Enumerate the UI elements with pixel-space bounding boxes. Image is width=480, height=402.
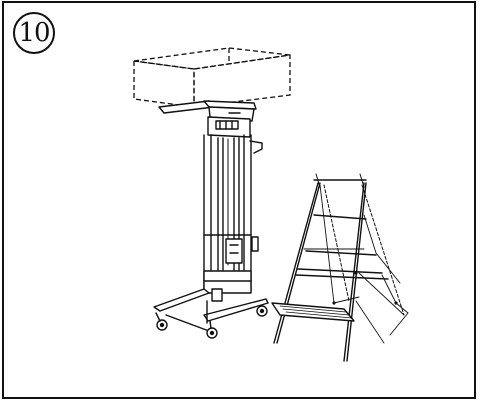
- step-number: 10: [18, 18, 50, 48]
- dashed-box-outline-icon: [133, 47, 291, 108]
- material-lift-icon: [153, 100, 269, 339]
- figure-frame: 10: [2, 1, 476, 399]
- step-ladder-icon: [271, 173, 409, 362]
- step-number-badge: 10: [13, 12, 55, 54]
- illustration: [133, 47, 409, 362]
